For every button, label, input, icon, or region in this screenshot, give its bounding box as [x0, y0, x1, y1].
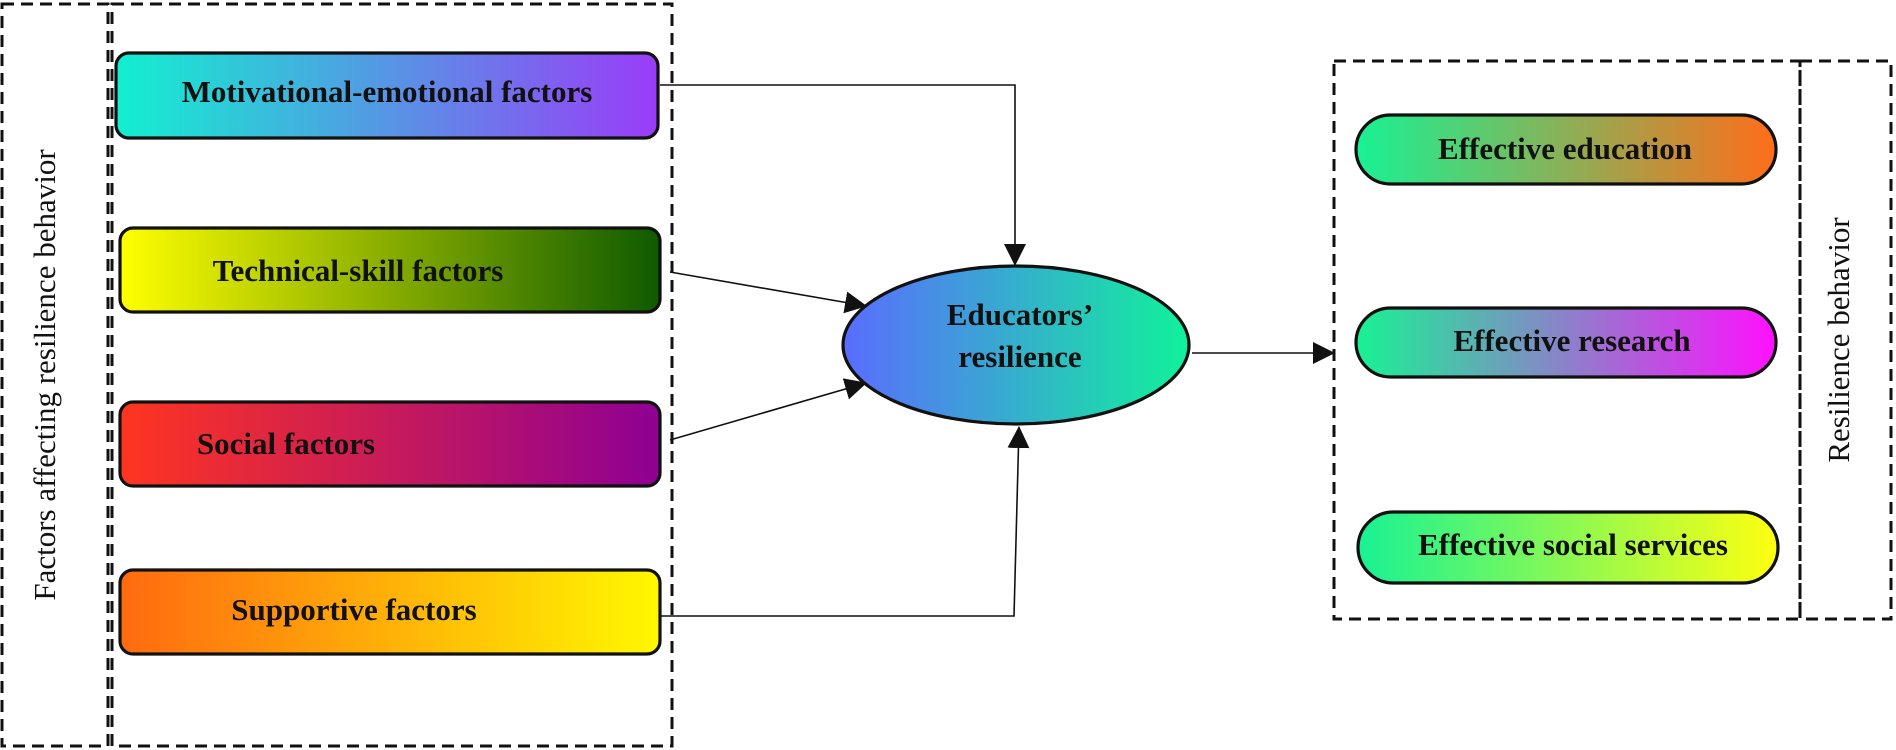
arrow-technical-to-center [669, 271, 867, 314]
outcome-label: Effective education [1438, 131, 1692, 166]
outcome-label: Effective social services [1418, 527, 1728, 562]
factor-box-technical-skill: Technical-skill factors [118, 226, 662, 314]
outcome-effective-education: Effective education [1354, 113, 1778, 186]
left-factors-frame [110, 2, 674, 748]
center-label-line1: Educators’ [947, 297, 1093, 332]
arrow-social-to-center [669, 378, 867, 441]
factor-label: Technical-skill factors [213, 253, 504, 288]
arrow-supportive-to-center [660, 426, 1030, 617]
outcome-effective-social-services: Effective social services [1356, 510, 1780, 585]
right-panel-title: Resilience behavior [1821, 217, 1856, 463]
outcome-label: Effective research [1453, 323, 1690, 358]
factor-label: Motivational-emotional factors [182, 74, 593, 109]
factor-box-social: Social factors [118, 400, 662, 488]
arrow-motivational-to-center [660, 84, 1026, 266]
center-label-line2: resilience [958, 339, 1081, 374]
factor-box-motivational-emotional: Motivational-emotional factors [114, 51, 660, 140]
factor-label: Supportive factors [231, 592, 476, 627]
center-node-educators-resilience: Educators’ resilience [841, 264, 1191, 426]
factor-label: Social factors [197, 426, 375, 461]
outcome-effective-research: Effective research [1354, 306, 1778, 379]
left-panel-title: Factors affecting resilience behavior [27, 149, 62, 601]
left-title-frame [0, 2, 110, 748]
right-title-frame [1798, 59, 1893, 621]
factor-box-supportive: Supportive factors [118, 568, 662, 656]
